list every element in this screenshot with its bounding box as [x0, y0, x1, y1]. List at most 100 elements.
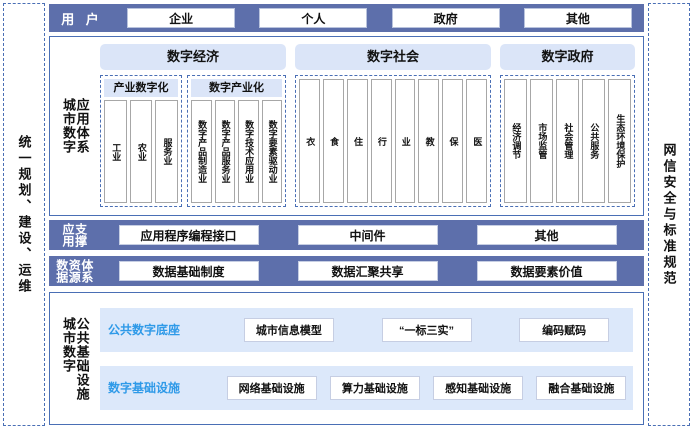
item-agriculture[interactable]: 农业 [129, 100, 153, 203]
item-economic-regulation[interactable]: 经济调节 [504, 79, 527, 203]
item-medical[interactable]: 医 [466, 79, 487, 203]
item-food-label: 食 [329, 136, 340, 146]
chip-one-label-three-facts[interactable]: “一标三实” [381, 317, 472, 342]
infra-cell: 感知基础设施 [427, 375, 530, 400]
chip-api[interactable]: 应用程序编程接口 [118, 225, 259, 245]
item-market-supervision-label: 市场监管 [537, 123, 548, 159]
chip-support-other[interactable]: 其他 [476, 225, 617, 245]
infrastructure-rows: 公共数字底座 城市信息模型 “一标三实” 编码赋码 数字基础设施 [100, 293, 643, 424]
user-bar-items: 企业 个人 政府 其他 [115, 4, 644, 32]
chip-middleware[interactable]: 中间件 [297, 225, 438, 245]
column-digital-society: 数字社会 衣 食 住 行 业 教 保 医 [295, 44, 491, 207]
item-housing[interactable]: 住 [346, 79, 368, 203]
item-market-supervision[interactable]: 市场监管 [530, 79, 553, 203]
group-digital-industrialization-title: 数字产业化 [191, 79, 282, 97]
item-clothing-label: 衣 [305, 136, 316, 146]
chip-sensing-infrastructure[interactable]: 感知基础设施 [433, 375, 524, 400]
item-insurance[interactable]: 保 [442, 79, 464, 203]
data-resource-items: 数据基础制度 数据汇聚共享 数据要素价值 [99, 256, 644, 286]
item-digital-product-manufacturing[interactable]: 数字产品制造业 [191, 100, 212, 203]
digital-society-items: 衣 食 住 行 业 教 保 医 [295, 75, 491, 207]
item-services-label: 服务业 [162, 138, 173, 165]
chip-city-information-model[interactable]: 城市信息模型 [243, 317, 334, 342]
item-insurance-label: 保 [448, 136, 459, 146]
application-support-band: 支撑应用 应用程序编程接口 中间件 其他 [49, 220, 644, 250]
user-bar: 用 户 企业 个人 政府 其他 [49, 4, 644, 32]
infra-label-part-right: 公共基础设施 [74, 316, 90, 401]
data-label-part-right: 体系 [79, 259, 94, 283]
item-digital-technology-application[interactable]: 数字技术应用业 [238, 100, 259, 203]
item-business[interactable]: 业 [394, 79, 416, 203]
item-social-management-label: 社会管理 [563, 123, 574, 159]
chip-data-basic-system[interactable]: 数据基础制度 [118, 261, 259, 281]
group-industry-digitalization-title: 产业数字化 [104, 79, 178, 97]
item-education-label: 教 [424, 136, 435, 146]
support-label-part-right: 支撑 [73, 223, 88, 247]
chip-coding-assignment[interactable]: 编码赋码 [519, 317, 610, 342]
chip-integrated-infrastructure[interactable]: 融合基础设施 [536, 375, 627, 400]
chip-data-element-value[interactable]: 数据要素价值 [476, 261, 617, 281]
right-rail-label: 网信安全与标准规范 [661, 142, 677, 287]
group-digital-industrialization-items: 数字产品制造业 数字产品服务业 数字技术应用业 数字要素驱动业 [191, 100, 282, 203]
item-transport-label: 行 [376, 136, 387, 146]
left-rail-label: 统一规划、建设、运维 [16, 134, 32, 295]
data-label-part-mid: 资源 [67, 259, 82, 283]
band-cell: 应用程序编程接口 [99, 225, 278, 245]
infra-cell: 城市信息模型 [220, 317, 358, 342]
item-industry[interactable]: 工业 [104, 100, 127, 203]
right-rail-security-standards: 网信安全与标准规范 [648, 3, 690, 426]
infra-cell: 网络基础设施 [220, 375, 323, 400]
group-industry-digitalization: 产业数字化 工业 农业 服务业 [100, 75, 182, 207]
chip-data-aggregation-sharing[interactable]: 数据汇聚共享 [297, 261, 438, 281]
item-ecological-protection[interactable]: 生态环境保护 [608, 79, 631, 203]
item-digital-factor-driven[interactable]: 数字要素驱动业 [261, 100, 282, 203]
item-transport[interactable]: 行 [370, 79, 392, 203]
digital-government-items: 经济调节 市场监管 社会管理 公共服务 生态环境保护 [500, 75, 635, 207]
infra-label-part-left: 城市数字 [61, 316, 76, 373]
item-clothing[interactable]: 衣 [299, 79, 320, 203]
item-business-label: 业 [400, 136, 411, 146]
application-system-panel: 应用体系城市数字 数字经济 产业数字化 工业 农业 服务业 [49, 36, 644, 216]
support-label-part-left: 应用 [61, 223, 75, 247]
item-social-management[interactable]: 社会管理 [556, 79, 579, 203]
item-digital-technology-application-label: 数字技术应用业 [244, 120, 255, 183]
chip-network-infrastructure[interactable]: 网络基础设施 [226, 375, 317, 400]
user-bar-cell: 其他 [512, 8, 644, 28]
band-cell: 数据基础制度 [99, 261, 278, 281]
user-chip-enterprise[interactable]: 企业 [127, 8, 236, 28]
app-label-part-right: 应用体系 [74, 98, 90, 154]
item-digital-product-services[interactable]: 数字产品服务业 [214, 100, 235, 203]
infra-cell: 编码赋码 [495, 317, 633, 342]
digital-government-title: 数字政府 [500, 44, 635, 70]
group-industry-digitalization-items: 工业 农业 服务业 [104, 100, 179, 203]
data-label-part-left: 数据 [54, 259, 69, 283]
digital-society-title: 数字社会 [295, 44, 491, 70]
column-digital-government: 数字政府 经济调节 市场监管 社会管理 公共服务 生态环境保护 [500, 44, 635, 207]
item-agriculture-label: 农业 [136, 142, 147, 161]
band-cell: 数据汇聚共享 [278, 261, 457, 281]
item-education[interactable]: 教 [418, 79, 440, 203]
public-digital-base-label: 公共数字底座 [108, 323, 181, 337]
item-medical-label: 医 [472, 136, 483, 146]
item-public-services[interactable]: 公共服务 [582, 79, 605, 203]
infrastructure-panel: 公共基础设施城市数字 公共数字底座 城市信息模型 “一标三实” 编码赋码 [49, 292, 644, 425]
user-chip-individual[interactable]: 个人 [259, 8, 368, 28]
user-chip-other[interactable]: 其他 [523, 8, 632, 28]
digital-government-body: 经济调节 市场监管 社会管理 公共服务 生态环境保护 [500, 75, 635, 207]
item-food[interactable]: 食 [322, 79, 344, 203]
infrastructure-row-public-digital-base: 公共数字底座 城市信息模型 “一标三实” 编码赋码 [100, 307, 633, 352]
infrastructure-label-text: 公共基础设施城市数字 [61, 316, 90, 401]
item-ecological-protection-label: 生态环境保护 [615, 114, 626, 168]
item-services[interactable]: 服务业 [155, 100, 179, 203]
application-system-label-text: 应用体系城市数字 [61, 98, 90, 154]
application-support-label-text: 支撑应用 [61, 223, 88, 247]
data-resource-label: 体系资源数据 [49, 256, 99, 286]
chip-computing-infrastructure[interactable]: 算力基础设施 [329, 375, 420, 400]
digital-infrastructure-items: 网络基础设施 算力基础设施 感知基础设施 融合基础设施 [220, 366, 633, 410]
application-system-side-label: 应用体系城市数字 [50, 37, 100, 215]
band-cell: 数据要素价值 [457, 261, 636, 281]
item-public-services-label: 公共服务 [589, 123, 600, 159]
user-chip-government[interactable]: 政府 [391, 8, 500, 28]
item-digital-factor-driven-label: 数字要素驱动业 [267, 120, 278, 183]
app-label-part-left: 城市数字 [61, 98, 76, 154]
